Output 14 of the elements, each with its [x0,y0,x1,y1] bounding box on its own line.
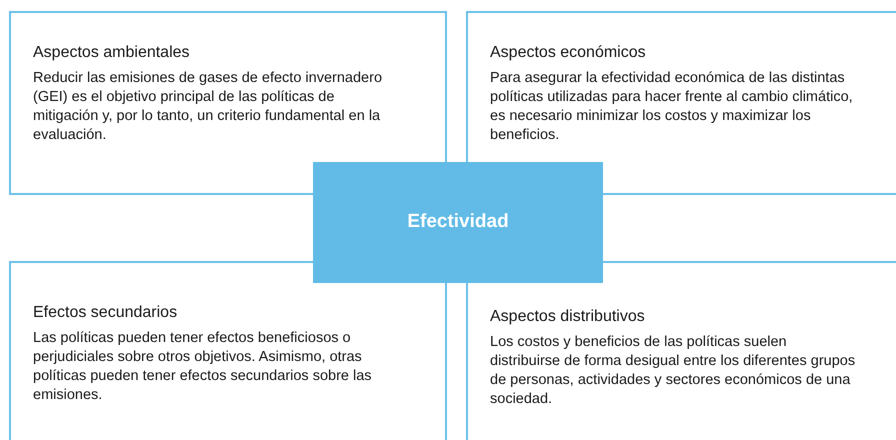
panel-heading: Efectos secundarios [33,303,178,323]
panel-body: Reducir las emisiones de gases de efecto invernadero (GEI) es el objetivo principal de las políticas de mitigación y, por lo tanto, un criterio fundamental en la evaluación. [33,69,384,145]
panel-heading: Aspectos ambientales [33,43,191,63]
panel-heading: Aspectos económicos [490,43,647,63]
center-box [313,162,603,283]
text-panel [466,261,896,440]
center-title: Efectividad [407,210,509,234]
text-panel [9,11,447,195]
panel-body: Los costos y beneficios de las políticas suelen distribuirse de forma desigual entre los diferentes grupos de personas, actividades y sectores económicos de una sociedad. [490,333,856,409]
panel-body: Las políticas pueden tener efectos beneficiosos o perjudiciales sobre otros objetivos. Asimismo, otras políticas pueden tener efectos secundarios sobre las emisiones. [33,329,373,405]
text-panel [466,11,896,195]
text-panel [9,261,447,440]
panel-body: Para asegurar la efectividad económica de las distintas políticas utilizadas para hacer frente al cambio climático, es necesario minimizar los costos y maximizar los beneficios. [490,69,854,145]
panel-heading: Aspectos distributivos [490,307,646,327]
